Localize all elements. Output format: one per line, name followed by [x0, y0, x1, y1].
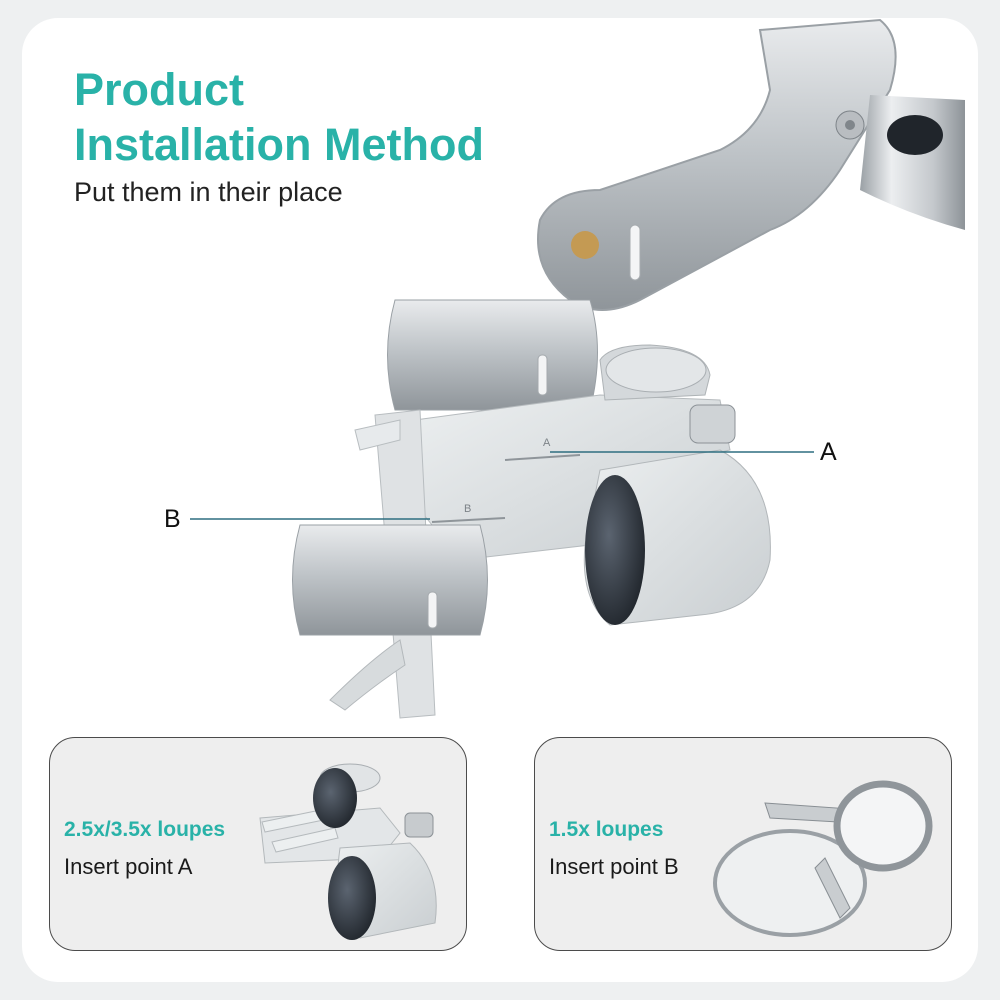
panel-insert-point-a: 2.5x/3.5x loupes Insert point A [49, 737, 467, 951]
panel-insert-point-b: 1.5x loupes Insert point B [534, 737, 952, 951]
loupe-assembly-illustration: A B [190, 18, 965, 719]
clip-lens-illustration [713, 780, 933, 937]
panel-a-insert-point: Insert point A [64, 854, 193, 879]
panel-a-model: 2.5x/3.5x loupes [64, 818, 226, 841]
panel-b-insert-point: Insert point B [549, 854, 679, 879]
title-line-1: Product [74, 64, 245, 115]
lower-barrel [292, 524, 488, 636]
callout-label-b: B [164, 505, 181, 533]
plastic-eyepiece [583, 449, 771, 626]
headband-arm [537, 18, 965, 311]
callout-label-a: A [820, 438, 837, 466]
title-line-2: Installation Method [74, 119, 484, 170]
panel-b-model: 1.5x loupes [549, 818, 664, 841]
mounting-bracket [414, 344, 736, 561]
page-subtitle: Put them in their place [74, 177, 343, 207]
magnifier-loupe-illustration [259, 763, 437, 940]
page-title: Product Installation Method [74, 62, 484, 172]
slot-marker-a: A [543, 437, 551, 449]
slot-marker-b: B [464, 503, 471, 515]
upper-barrel [387, 299, 598, 411]
